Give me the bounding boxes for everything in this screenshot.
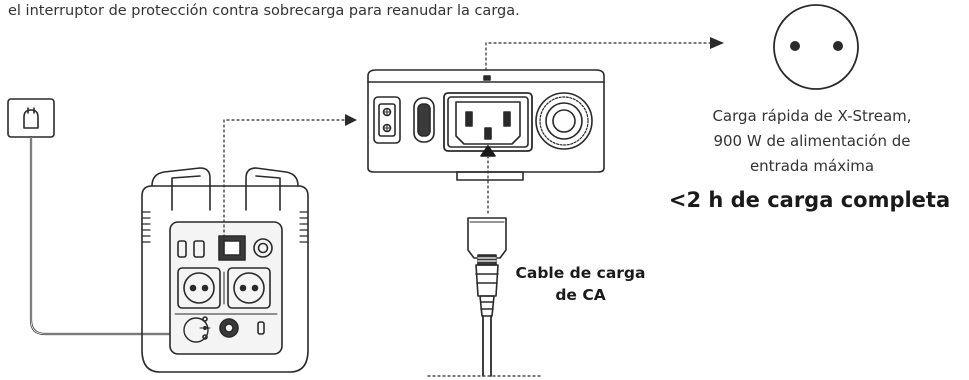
feature-description: Carga rápida de X-Stream, 900 W de alime…: [664, 104, 960, 179]
feature-line: Carga rápida de X-Stream,: [712, 107, 912, 125]
leader-line: [223, 119, 347, 248]
feature-line: 900 W de alimentación de: [713, 132, 911, 150]
ac-charging-cable: [427, 217, 543, 377]
cable-label: Cable de carga de CA: [508, 262, 653, 306]
cable-label-line: de CA: [555, 286, 606, 304]
feature-line: entrada máxima: [749, 157, 875, 175]
input-panel-detail: [367, 69, 605, 181]
socket-leader-line: [485, 42, 711, 71]
wall-outlet-icon: [7, 98, 55, 138]
euro-socket-icon: [773, 4, 859, 90]
instruction-text: el interruptor de protección contra sobr…: [8, 3, 520, 19]
cable-label-line: Cable de carga: [515, 264, 646, 282]
charge-time-heading: <2 h de carga completa: [668, 188, 951, 212]
power-station: [141, 167, 309, 373]
